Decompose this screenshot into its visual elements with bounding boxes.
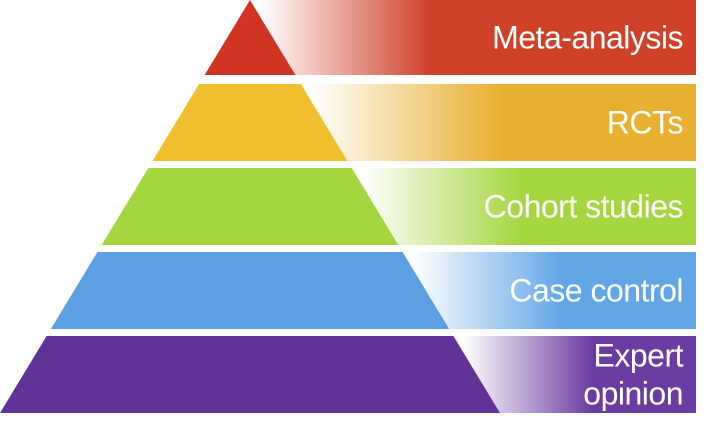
level-label: Meta-analysis (492, 20, 683, 56)
pyramid-level: Case control (50, 252, 696, 329)
level-label: Expert (594, 338, 684, 374)
level-label: RCTs (607, 105, 683, 141)
level-label: Case control (509, 273, 683, 309)
pyramid-slice (204, 0, 296, 75)
pyramid-level: RCTs (152, 84, 697, 161)
pyramid-slice (152, 84, 348, 161)
pyramid-slice (0, 336, 500, 413)
pyramid-level: Cohort studies (101, 168, 696, 245)
level-label: Cohort studies (484, 189, 683, 225)
pyramid-slice (50, 252, 450, 329)
pyramid-slice (101, 168, 399, 245)
pyramid-level: Meta-analysis (204, 0, 697, 75)
level-label: opinion (583, 376, 683, 412)
